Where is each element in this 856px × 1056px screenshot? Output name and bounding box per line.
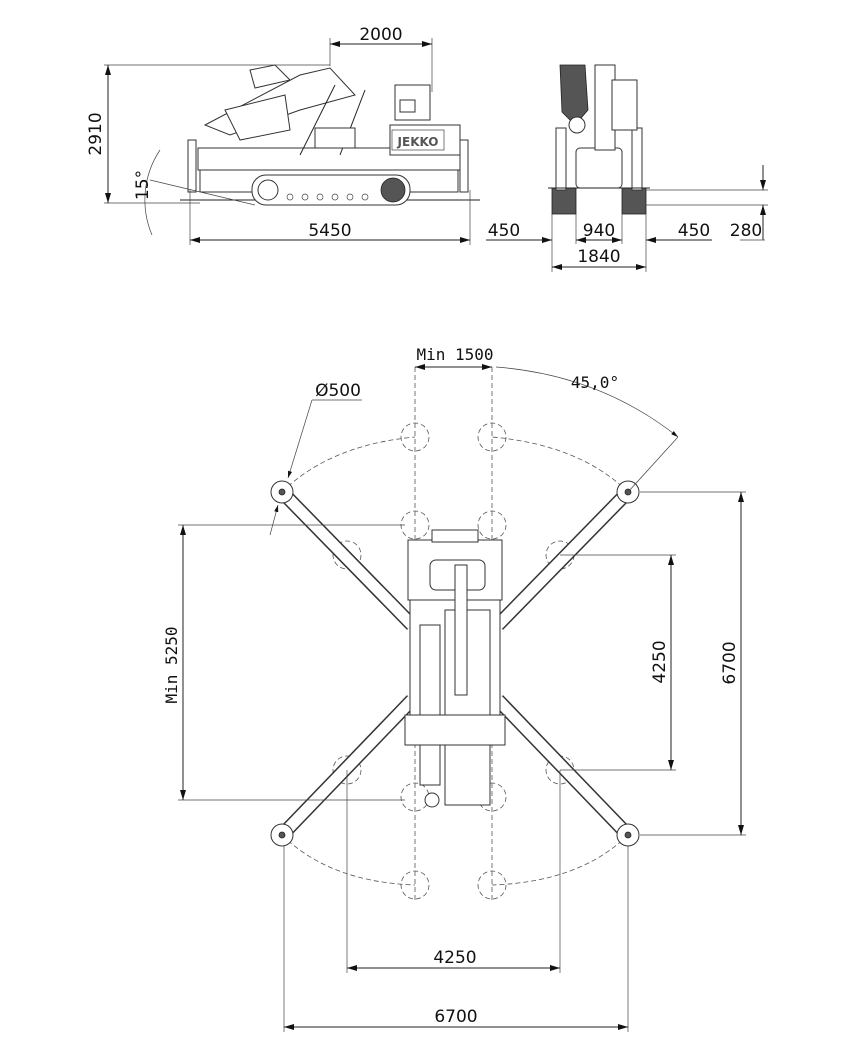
height-dimension: 2910 (86, 112, 106, 155)
ground-clearance-dimension: 280 (730, 221, 762, 241)
length-dimension: 5450 (308, 221, 351, 241)
left-outrigger-dimension: 450 (488, 221, 520, 241)
side-view-crane: JEKKO (180, 64, 480, 206)
outer-width-dimension: 6700 (434, 1007, 477, 1027)
front-view-crane (548, 64, 650, 215)
track-gap-dimension: 940 (583, 221, 615, 241)
brand-logo: JEKKO (391, 129, 445, 151)
right-outrigger-dimension: 450 (678, 221, 710, 241)
approach-angle-dimension: 15° (133, 170, 153, 200)
min-length-dimension: Min 5250 (162, 626, 181, 703)
outrigger-arms (276, 487, 634, 840)
top-view: Min 1500 45,0° Ø500 Min 5250 4250 6700 4… (162, 345, 746, 1032)
side-view: JEKKO 2000 2910 (86, 25, 480, 245)
svg-text:JEKKO: JEKKO (397, 135, 439, 149)
inner-width-dimension: 4250 (433, 948, 476, 968)
outer-height-dimension: 6700 (720, 641, 740, 684)
pad-diameter-dimension: Ø500 (315, 381, 361, 401)
crane-body-top (404, 529, 506, 808)
outrigger-angle-dimension: 45,0° (571, 373, 619, 392)
inner-height-dimension: 4250 (650, 640, 670, 683)
boom-offset-dimension: 2000 (359, 25, 402, 45)
min-spacing-dimension: Min 1500 (416, 345, 493, 364)
front-view: 450 940 450 280 1840 (486, 64, 768, 272)
width-dimension: 1840 (577, 247, 620, 267)
